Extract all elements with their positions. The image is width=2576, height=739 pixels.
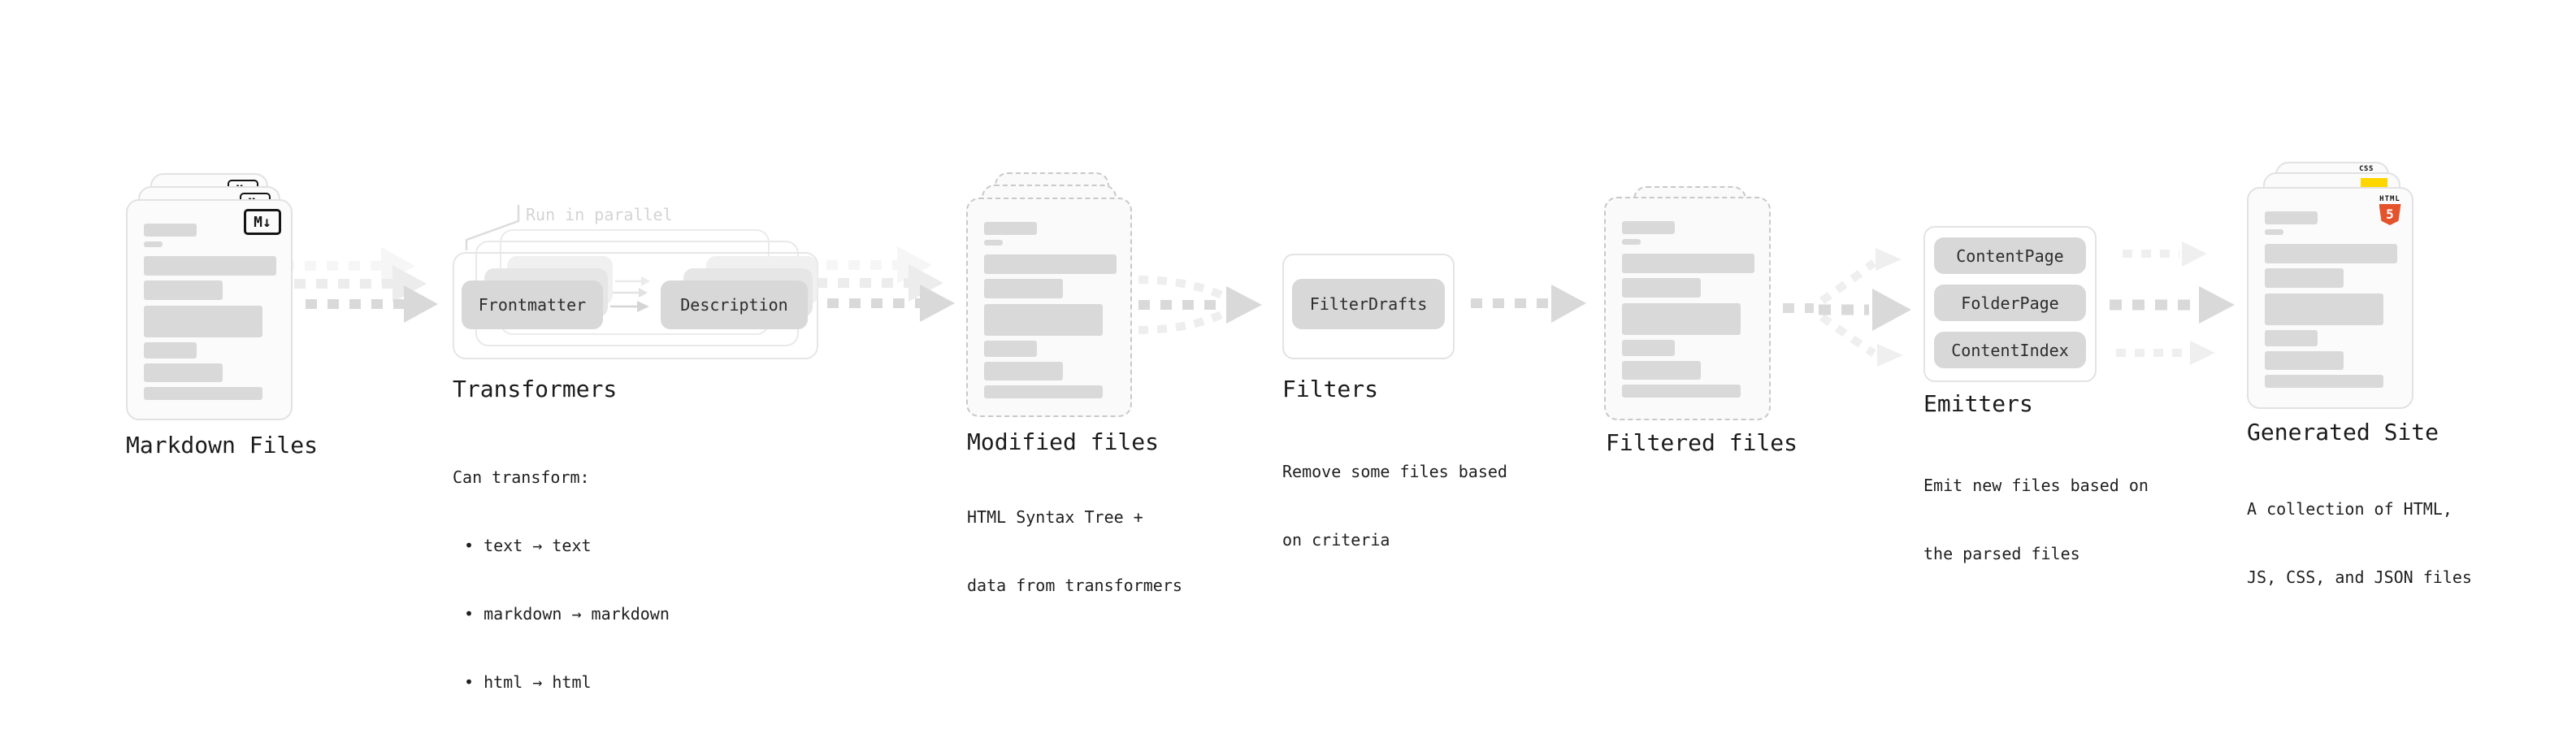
text-line-bar: [1622, 303, 1741, 335]
file-card-front: [966, 198, 1132, 417]
transformer-container-front: [453, 252, 818, 359]
emitter-pill-folderpage: FolderPage: [1934, 285, 2086, 321]
arrows-emitters-to-generated: [2110, 241, 2235, 365]
modified-files-subtitle: HTML Syntax Tree + data from transformer…: [967, 460, 1182, 642]
text-line-bar: [1622, 340, 1675, 356]
arrow-markdown-to-transformers: [283, 247, 438, 323]
text-line-bar: [2265, 211, 2318, 224]
text-line-bar: [984, 362, 1063, 380]
text-line-bar: [2265, 229, 2283, 235]
emitters-title: Emitters: [1923, 390, 2033, 417]
text-line-bar: [1622, 254, 1754, 273]
text-line-bar: [2265, 268, 2344, 288]
text-line-bar: [144, 363, 223, 382]
transform-bullet: • markdown → markdown: [464, 604, 670, 624]
emitter-pill-contentpage: ContentPage: [1934, 237, 2086, 274]
run-in-parallel-leader-line: [465, 205, 520, 250]
text-line-bar: [2265, 330, 2318, 346]
modified-files-subtitle-line: data from transformers: [967, 576, 1182, 595]
arrow-filtered-to-emitters-fork: [1783, 248, 1911, 367]
emitters-subtitle-line: Emit new files based on: [1923, 476, 2149, 495]
text-line-bar: [144, 241, 163, 247]
text-line-bar: [984, 304, 1103, 336]
text-line-bar: [984, 385, 1103, 398]
generated-site-subtitle: A collection of HTML, JS, CSS, and JSON …: [2247, 452, 2472, 634]
file-card-front: M↓: [126, 199, 293, 420]
arrow-modified-to-filters-merge: [1138, 276, 1262, 334]
text-line-bar: [2265, 375, 2383, 388]
generated-site-subtitle-line: JS, CSS, and JSON files: [2247, 567, 2472, 587]
text-line-bar: [144, 224, 197, 237]
text-line-bar: [2265, 351, 2344, 370]
text-line-bar: [1622, 385, 1741, 398]
transformer-pill-arrows: [610, 276, 650, 312]
text-line-bar: [144, 280, 223, 300]
generated-site-label: Generated Site: [2247, 419, 2439, 446]
text-line-bar: [984, 222, 1037, 235]
emitters-subtitle-line: the parsed files: [1923, 544, 2080, 563]
filters-subtitle-line: on criteria: [1282, 530, 1390, 550]
text-line-bar: [144, 342, 197, 359]
run-in-parallel-annotation: Run in parallel: [526, 205, 673, 224]
js-badge-icon: [2361, 178, 2387, 189]
arrow-filters-to-filtered: [1471, 285, 1586, 323]
modified-files-label: Modified files: [967, 428, 1160, 455]
flow-arrows-layer: [283, 205, 2235, 367]
text-line-bar: [2265, 244, 2397, 263]
markdown-badge-icon: M↓: [244, 209, 281, 235]
pipeline-diagram: M↓ M↓ M↓ Markdown Files Run in parallel …: [126, 162, 2472, 692]
text-line-bar: [144, 256, 276, 276]
transform-bullet: • html → html: [464, 672, 592, 692]
text-line-bar: [984, 240, 1003, 246]
filters-title: Filters: [1282, 376, 1379, 402]
file-card-front: [1604, 197, 1771, 420]
filters-subtitle-line: Remove some files based: [1282, 462, 1507, 481]
frontmatter-pill: Frontmatter: [462, 280, 603, 329]
text-line-bar: [984, 279, 1063, 298]
markdown-files-label: Markdown Files: [126, 432, 319, 459]
filters-subtitle: Remove some files based on criteria: [1282, 415, 1507, 597]
text-line-bar: [984, 341, 1037, 357]
html5-badge-word: HTML: [2379, 195, 2400, 203]
generated-site-subtitle-line: A collection of HTML,: [2247, 499, 2452, 519]
description-pill: Description: [661, 280, 808, 329]
transform-bullet: • text → text: [464, 536, 592, 555]
text-line-bar: [1622, 239, 1641, 245]
css-badge-word: CSS: [2359, 165, 2374, 173]
text-line-bar: [1622, 221, 1675, 234]
text-line-bar: [144, 306, 262, 337]
text-line-bar: [984, 254, 1117, 274]
transformers-desc-heading: Can transform:: [453, 467, 590, 487]
arrow-transformers-to-modified: [804, 246, 955, 322]
filtered-files-label: Filtered files: [1606, 429, 1798, 456]
text-line-bar: [1622, 361, 1701, 380]
html5-badge-number: 5: [2386, 206, 2394, 222]
html5-badge-shield: 5: [2379, 204, 2401, 225]
text-line-bar: [144, 387, 262, 400]
filterdrafts-pill: FilterDrafts: [1292, 279, 1445, 329]
html5-badge-icon: HTML 5: [2378, 195, 2402, 225]
emitter-pill-contentindex: ContentIndex: [1934, 332, 2086, 368]
transformers-title: Transformers: [453, 376, 618, 402]
transformers-description: Can transform: • text → text • markdown …: [453, 420, 670, 739]
text-line-bar: [2265, 293, 2383, 325]
file-card-front: HTML 5: [2247, 187, 2413, 409]
modified-files-subtitle-line: HTML Syntax Tree +: [967, 507, 1143, 527]
text-line-bar: [1622, 278, 1701, 298]
emitters-subtitle: Emit new files based on the parsed files: [1923, 428, 2149, 611]
